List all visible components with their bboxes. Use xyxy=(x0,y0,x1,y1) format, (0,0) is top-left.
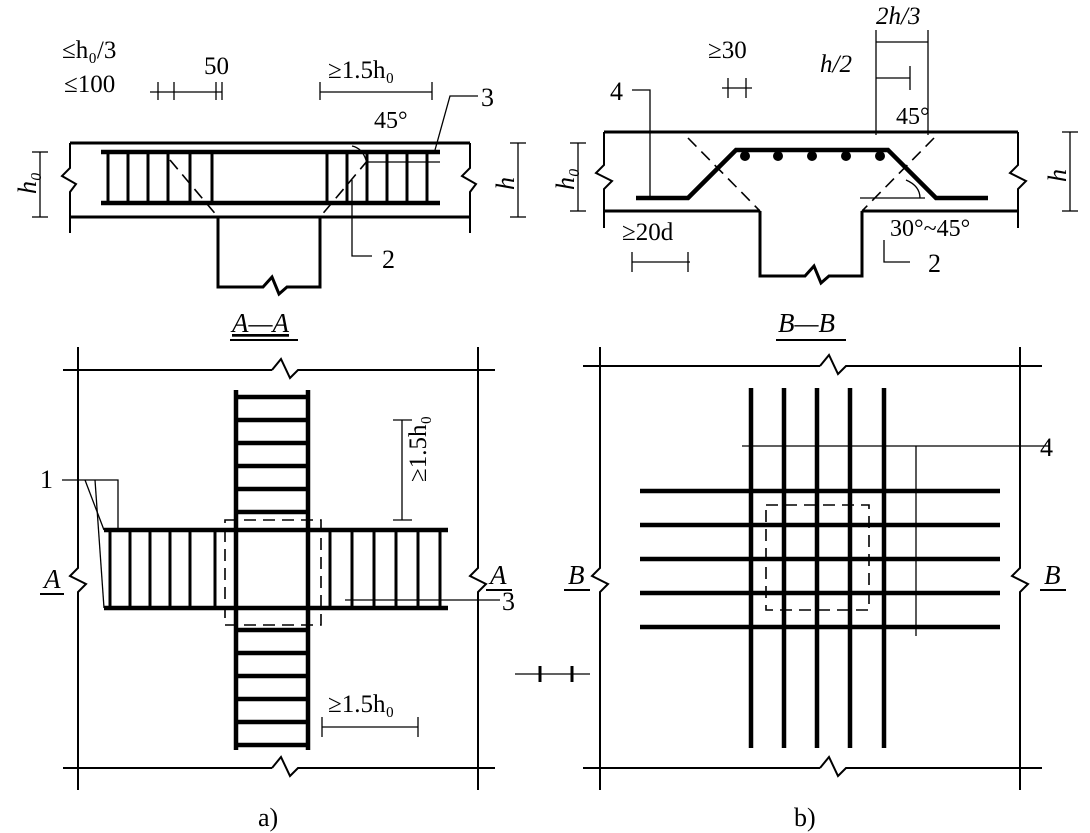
dims-a-top xyxy=(32,82,526,257)
callout-2-section: 2 xyxy=(382,245,395,274)
dim-anchorage: ≥20d xyxy=(622,219,674,246)
plan-b xyxy=(583,347,1050,790)
failure-line-right xyxy=(319,159,369,218)
bent-up-bar xyxy=(636,147,988,201)
dim-spacing-100: ≤100 xyxy=(64,71,115,98)
break-line-right xyxy=(460,143,478,233)
cage-vertical-stirrups xyxy=(236,394,308,748)
plan-b-break-top xyxy=(819,353,1042,376)
column-outline-plan-a xyxy=(224,519,322,626)
cage-vertical xyxy=(233,390,311,750)
cut-label-a-left: A xyxy=(42,564,61,594)
top-rebars xyxy=(740,151,885,161)
depth-h-b: h xyxy=(1043,169,1072,182)
dim-bar-spacing: ≥30 xyxy=(708,37,747,64)
callout-4-plan: 4 xyxy=(1040,433,1053,462)
section-title-b: B—B xyxy=(778,308,835,338)
plan-b-vertical-bars xyxy=(748,388,887,748)
caption-b: b) xyxy=(794,803,816,832)
dim-2h3: 2h/3 xyxy=(876,3,920,30)
angle-arc-b xyxy=(905,179,921,199)
cage-horizontal xyxy=(104,527,448,611)
plan-a-break-top xyxy=(271,357,495,380)
callout-1: 1 xyxy=(40,465,53,494)
section-title-a: A—A xyxy=(230,308,290,338)
plan-a-break-right xyxy=(468,347,488,790)
angle-range-b: 30°~45° xyxy=(890,216,970,242)
dims-plan-b xyxy=(742,445,1050,636)
dim-spacing-h0: ≤h₀/3 xyxy=(62,37,116,64)
plan-b-break-bottom xyxy=(819,755,1042,778)
dim-extend-top: ≥1.5h₀ xyxy=(328,57,394,84)
caption-a: a) xyxy=(258,803,278,832)
angle-label-a: 45° xyxy=(374,108,408,134)
column-outline xyxy=(216,217,322,297)
dim-first-stirrup: 50 xyxy=(204,53,229,80)
dims-plan-a xyxy=(62,419,500,737)
cut-label-b-right: B xyxy=(1044,560,1061,590)
leader-3-top xyxy=(434,95,478,151)
leader-2-b xyxy=(883,240,910,263)
callout-3-section: 3 xyxy=(481,83,494,112)
plan-a-break-left xyxy=(68,347,88,790)
break-line-left xyxy=(60,143,78,233)
plan-a-break-bottom xyxy=(271,755,495,778)
depth-h0-b: h₀ xyxy=(551,168,580,190)
leader-4-b xyxy=(632,89,651,198)
column-b xyxy=(758,211,864,286)
plan-b-horizontal-bars xyxy=(640,488,1000,630)
dim-h2: h/2 xyxy=(820,51,852,78)
callout-2-b: 2 xyxy=(928,249,941,278)
plan-a xyxy=(62,347,590,790)
break-b-right xyxy=(1008,132,1028,228)
callout-3-plan: 3 xyxy=(502,587,515,616)
section-a-a xyxy=(32,82,526,297)
dims-b xyxy=(570,30,1078,272)
plan-b-break-right xyxy=(1010,347,1030,790)
dim-extend-bottom: ≥1.5h₀ xyxy=(328,691,394,718)
section-b-b xyxy=(570,30,1078,286)
angle-top-b: 45° xyxy=(896,104,930,130)
failure-line-left xyxy=(169,159,219,218)
depth-h-a: h xyxy=(491,177,520,190)
cut-label-b-left: B xyxy=(568,560,585,590)
cut-label-a-right: A xyxy=(488,560,507,590)
gap-mark xyxy=(515,666,590,682)
plan-b-break-left xyxy=(590,347,610,790)
stirrups-left xyxy=(106,152,214,203)
angle-arc-a xyxy=(351,145,367,161)
break-b-left xyxy=(594,132,614,228)
depth-h0-a: h₀ xyxy=(13,172,42,194)
leader-2-a xyxy=(351,180,372,257)
callout-4-section: 4 xyxy=(610,77,623,106)
cage-horizontal-stirrups xyxy=(108,530,442,608)
leader-1-b xyxy=(94,479,105,609)
leader-1-c xyxy=(84,479,105,531)
leader-1-a xyxy=(62,479,119,530)
dim-extend-vertical: ≥1.5h₀ xyxy=(405,416,432,482)
stirrups-right xyxy=(325,152,429,203)
